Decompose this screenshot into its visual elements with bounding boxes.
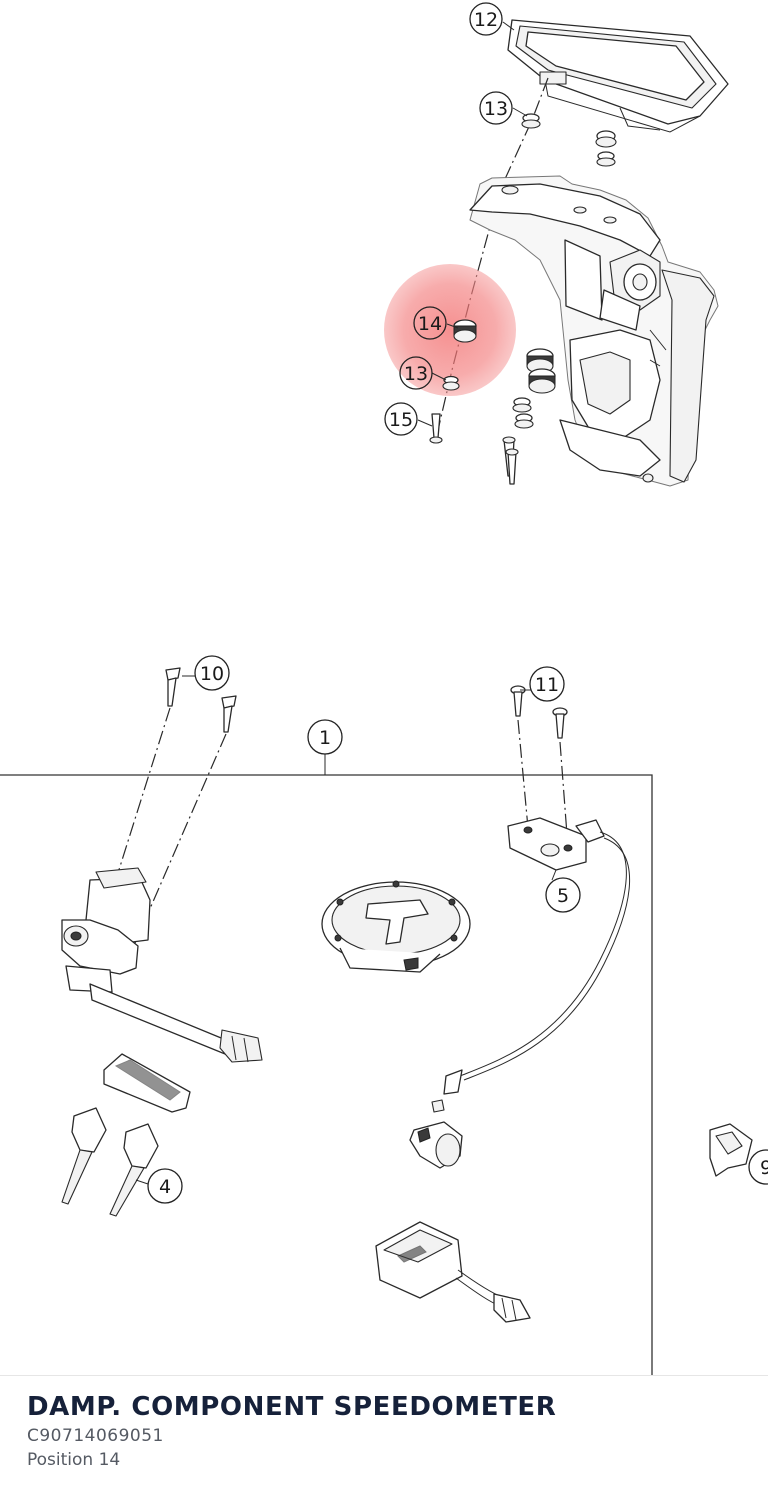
callout-10[interactable]: 10 — [194, 655, 230, 691]
svg-text:13: 13 — [484, 98, 508, 120]
magnet-holder[interactable] — [409, 1121, 463, 1169]
svg-text:9: 9 — [760, 1157, 768, 1179]
ignition-lock-set — [0, 667, 753, 1375]
svg-text:10: 10 — [200, 663, 224, 685]
exploded-parts-diagram: 12 13 14 13 15 — [0, 2, 768, 1375]
part-position: Position 14 — [27, 1450, 121, 1470]
callout-1[interactable]: 1 — [307, 719, 343, 755]
screw-15[interactable] — [429, 413, 443, 444]
fuel-tank-cap[interactable] — [321, 880, 471, 973]
part-info-panel: DAMP. COMPONENT SPEEDOMETER C90714069051… — [0, 1375, 768, 1491]
callout-14[interactable]: 14 — [413, 306, 447, 340]
speedometer-assembly — [384, 19, 729, 487]
callout-11[interactable]: 11 — [529, 666, 565, 702]
sensor-component-5[interactable] — [431, 817, 631, 1113]
callout-15[interactable]: 15 — [384, 402, 418, 436]
svg-text:15: 15 — [389, 409, 413, 431]
screws-right[interactable] — [502, 397, 534, 485]
group-frame-1 — [0, 774, 653, 1375]
part-number: C90714069051 — [27, 1426, 164, 1446]
callout-5[interactable]: 5 — [545, 877, 581, 913]
callout-4[interactable]: 4 — [147, 1168, 183, 1204]
svg-text:14: 14 — [418, 313, 442, 335]
svg-text:11: 11 — [535, 674, 559, 696]
control-unit[interactable] — [375, 1221, 531, 1323]
svg-text:5: 5 — [557, 885, 569, 907]
ignition-switch[interactable] — [61, 867, 263, 1063]
bracket-bushings — [595, 130, 617, 167]
washer-top[interactable] — [521, 113, 541, 129]
highlight-position-marker — [384, 264, 516, 396]
speedometer-bracket[interactable] — [469, 175, 719, 487]
keys-4[interactable] — [61, 1053, 191, 1217]
svg-text:1: 1 — [319, 727, 331, 749]
svg-text:13: 13 — [404, 363, 428, 385]
damping-grommets-right[interactable] — [526, 348, 556, 394]
svg-text:4: 4 — [159, 1176, 171, 1198]
callout-13-bottom[interactable]: 13 — [399, 356, 433, 390]
bracket-part-9[interactable] — [709, 1123, 753, 1177]
callout-12[interactable]: 12 — [469, 2, 503, 36]
screws-11[interactable] — [510, 685, 569, 849]
part-title: DAMP. COMPONENT SPEEDOMETER — [27, 1392, 557, 1422]
callout-13-top[interactable]: 13 — [479, 91, 513, 125]
damper-component-14[interactable] — [453, 319, 477, 343]
washer-bottom[interactable] — [442, 375, 460, 391]
callout-9[interactable]: 9 — [748, 1149, 768, 1185]
svg-text:12: 12 — [474, 9, 498, 31]
speedometer-unit[interactable] — [507, 19, 729, 133]
